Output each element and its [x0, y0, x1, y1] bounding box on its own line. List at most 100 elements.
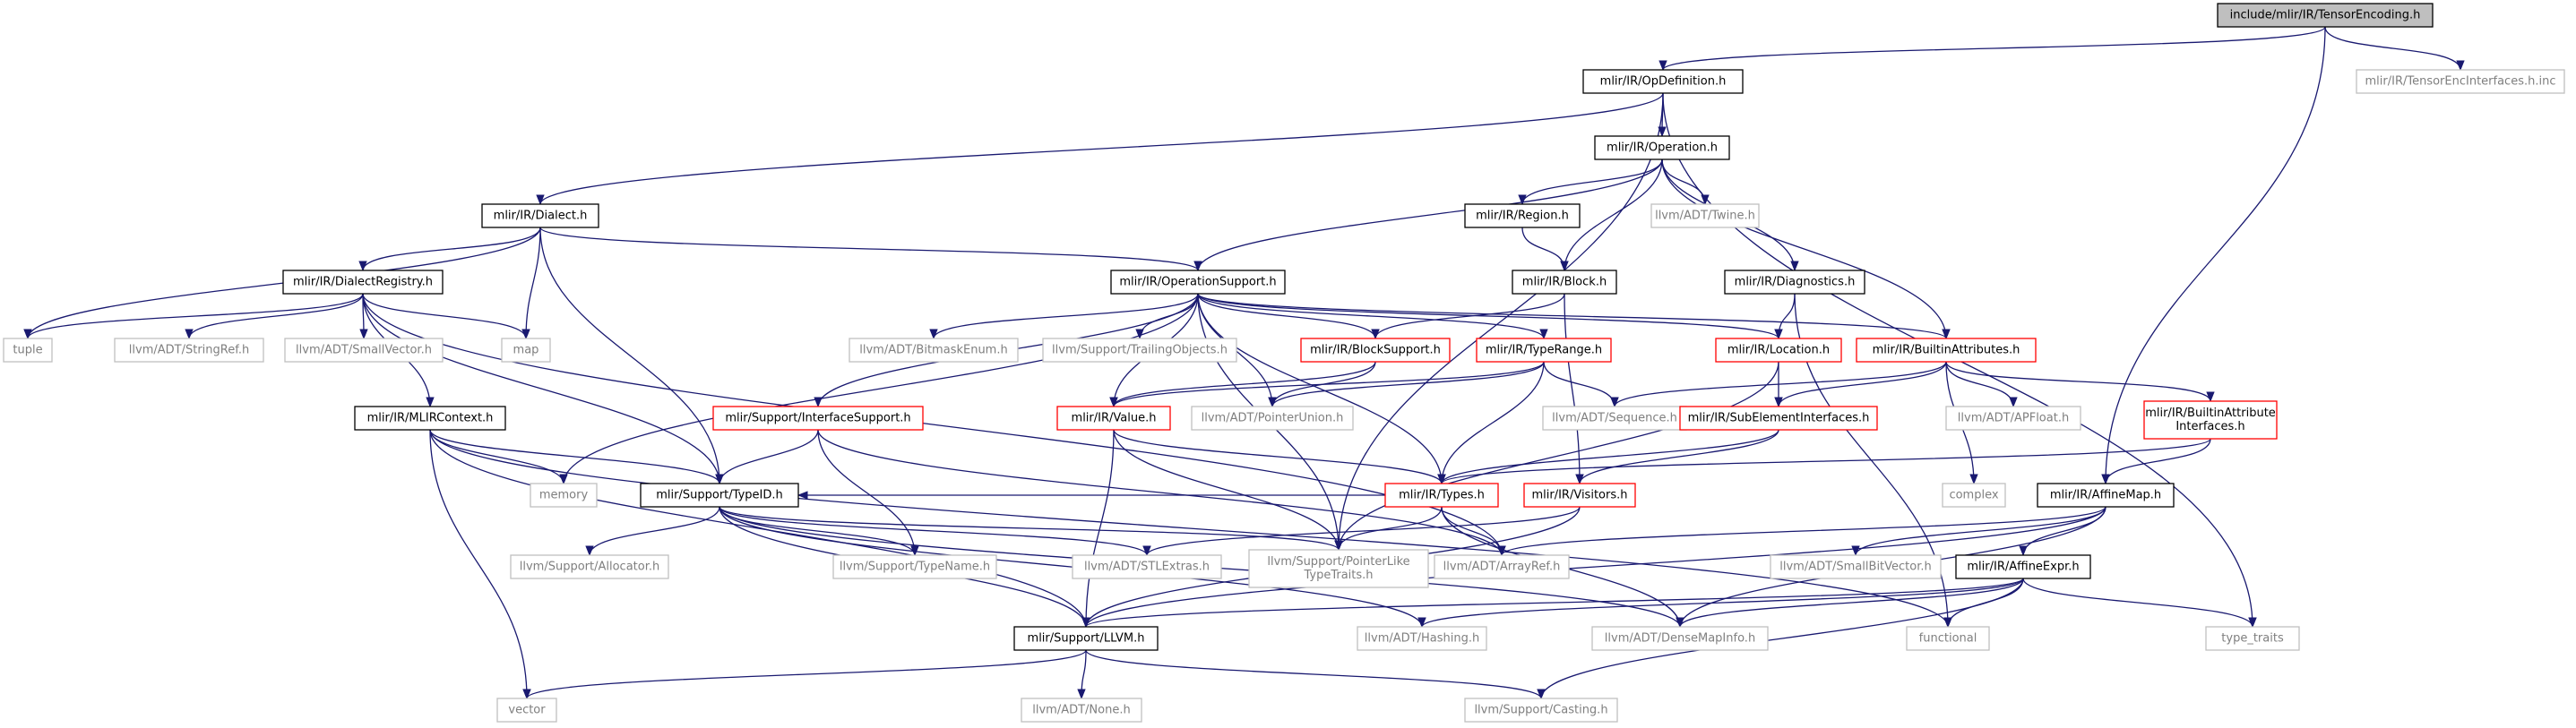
edge-mlircontext-to-typeid	[429, 429, 724, 485]
node-box	[1476, 338, 1612, 363]
node-mlircontext[interactable]: mlir/IR/MLIRContext.h	[354, 406, 506, 431]
node-affineexpr[interactable]: mlir/IR/AffineExpr.h	[1955, 554, 2091, 579]
node-blocksupport[interactable]: mlir/IR/BlockSupport.h	[1300, 338, 1451, 363]
node-label: mlir/IR/Block.h	[1522, 276, 1607, 289]
edge-dialect-to-typeid	[539, 227, 724, 485]
node-box	[1072, 554, 1222, 579]
node-box	[1955, 554, 2091, 579]
node-label: mlir/IR/BuiltinAttribute	[2145, 407, 2276, 420]
node-box	[1357, 626, 1487, 651]
edge-mlircontext-to-functional	[429, 429, 1952, 629]
node-label: mlir/IR/BlockSupport.h	[1310, 344, 1441, 357]
node-hashing: llvm/ADT/Hashing.h	[1357, 626, 1487, 651]
node-label: include/mlir/IR/TensorEncoding.h	[2230, 9, 2421, 22]
node-label: mlir/IR/Region.h	[1476, 210, 1569, 223]
node-builtinattributes[interactable]: mlir/IR/BuiltinAttributes.h	[1856, 338, 2037, 363]
node-location[interactable]: mlir/IR/Location.h	[1715, 338, 1842, 363]
node-complex: complex	[1942, 483, 2006, 508]
node-label: mlir/IR/Location.h	[1727, 344, 1830, 357]
edge-typeid-to-hashing	[719, 506, 1426, 629]
node-box	[712, 406, 924, 431]
node-affinemap[interactable]: mlir/IR/AffineMap.h	[2037, 483, 2175, 508]
node-dialect[interactable]: mlir/IR/Dialect.h	[481, 203, 599, 228]
edge-operationsupport-to-typerange	[1197, 293, 1548, 340]
edge-operation-to-block	[1560, 158, 1663, 272]
edge-opdefinition-to-pointerliketypetraits	[1334, 92, 1664, 552]
node-diagnostics[interactable]: mlir/IR/Diagnostics.h	[1724, 270, 1865, 295]
node-box	[1906, 626, 1990, 651]
node-box	[1650, 203, 1760, 228]
node-interfacesupport[interactable]: mlir/Support/InterfaceSupport.h	[712, 406, 924, 431]
node-box	[1384, 483, 1499, 508]
edge-typerange-to-types	[1437, 361, 1545, 485]
node-typerange[interactable]: mlir/IR/TypeRange.h	[1476, 338, 1612, 363]
edge-dialect-to-dialectregistry	[358, 227, 541, 272]
edge-operation-to-builtinattributes	[1661, 158, 1951, 340]
node-pointerunion: llvm/ADT/PointerUnion.h	[1191, 406, 1354, 431]
node-label: memory	[539, 489, 589, 502]
node-typeid[interactable]: mlir/Support/TypeID.h	[640, 483, 799, 508]
node-box	[496, 698, 557, 723]
node-box	[1191, 406, 1354, 431]
node-dialectregistry[interactable]: mlir/IR/DialectRegistry.h	[282, 270, 444, 295]
node-value[interactable]: mlir/IR/Value.h	[1056, 406, 1171, 431]
node-subelementinterfaces[interactable]: mlir/IR/SubElementInterfaces.h	[1679, 406, 1878, 431]
edge-tensorencoding-to-tensorencinterfaces	[2324, 26, 2465, 72]
node-label: llvm/ADT/None.h	[1032, 704, 1130, 717]
node-label: mlir/IR/TensorEncInterfaces.h.inc	[2365, 75, 2556, 89]
node-label: mlir/Support/InterfaceSupport.h	[725, 412, 910, 425]
edge-interfacesupport-to-typeid	[715, 429, 819, 485]
node-operation[interactable]: mlir/IR/Operation.h	[1594, 135, 1730, 160]
node-region[interactable]: mlir/IR/Region.h	[1464, 203, 1581, 228]
edge-affinemap-to-affineexpr	[2019, 506, 2106, 557]
edge-affinemap-to-llvm	[1081, 506, 2106, 629]
node-tuple: tuple	[3, 338, 53, 363]
edge-operation-to-twine	[1661, 158, 1710, 206]
node-box	[1942, 483, 2006, 508]
node-box	[2143, 400, 2278, 440]
nodes: include/mlir/IR/TensorEncoding.h mlir/IR/…	[3, 3, 2565, 723]
node-block[interactable]: mlir/IR/Block.h	[1512, 270, 1617, 295]
edge-operation-to-operationsupport	[1193, 158, 1663, 272]
node-box	[1715, 338, 1842, 363]
node-label: map	[513, 344, 539, 357]
node-tensorencoding[interactable]: include/mlir/IR/TensorEncoding.h	[2217, 3, 2434, 28]
node-label: llvm/Support/PointerLike	[1267, 555, 1409, 569]
node-label: llvm/Support/Allocator.h	[520, 561, 660, 574]
node-label: functional	[1919, 632, 1977, 646]
node-label: llvm/ADT/SmallVector.h	[296, 344, 432, 357]
node-box	[1464, 698, 1618, 723]
node-box	[1512, 270, 1617, 295]
edge-builtinattributes-to-subelementinterfaces	[1774, 361, 1947, 408]
node-visitors[interactable]: mlir/IR/Visitors.h	[1523, 483, 1636, 508]
node-label: mlir/IR/OperationSupport.h	[1119, 276, 1276, 289]
node-opdefinition[interactable]: mlir/IR/OpDefinition.h	[1582, 69, 1744, 94]
edge-affinemap-to-arrayref	[1497, 506, 2106, 557]
edge-interfacesupport-to-typename	[817, 429, 919, 557]
node-llvm[interactable]: mlir/Support/LLVM.h	[1013, 626, 1159, 651]
edge-typeid-to-allocator	[585, 506, 720, 557]
edge-affineexpr-to-densemapinfo	[1676, 578, 2024, 629]
node-box	[501, 338, 551, 363]
node-label: mlir/IR/DialectRegistry.h	[293, 276, 433, 289]
node-box	[1300, 338, 1451, 363]
node-apfloat: llvm/ADT/APFloat.h	[1945, 406, 2081, 431]
edge-typerange-to-pointerunion	[1268, 361, 1545, 408]
node-types[interactable]: mlir/IR/Types.h	[1384, 483, 1499, 508]
edge-dialect-to-operationsupport	[539, 227, 1202, 272]
edge-operationsupport-to-memory	[559, 293, 1199, 485]
node-box	[114, 338, 264, 363]
node-stlextras: llvm/ADT/STLExtras.h	[1072, 554, 1222, 579]
node-label: vector	[508, 704, 546, 717]
node-smallvector: llvm/ADT/SmallVector.h	[284, 338, 444, 363]
node-label: mlir/IR/Value.h	[1072, 412, 1157, 425]
edge-typerange-to-value	[1109, 361, 1545, 408]
node-stringref: llvm/ADT/StringRef.h	[114, 338, 264, 363]
edge-subelementinterfaces-to-visitors	[1575, 429, 1779, 485]
node-operationsupport[interactable]: mlir/IR/OperationSupport.h	[1110, 270, 1286, 295]
edge-operationsupport-to-builtinattributes	[1197, 293, 1951, 340]
node-none: llvm/ADT/None.h	[1021, 698, 1142, 723]
